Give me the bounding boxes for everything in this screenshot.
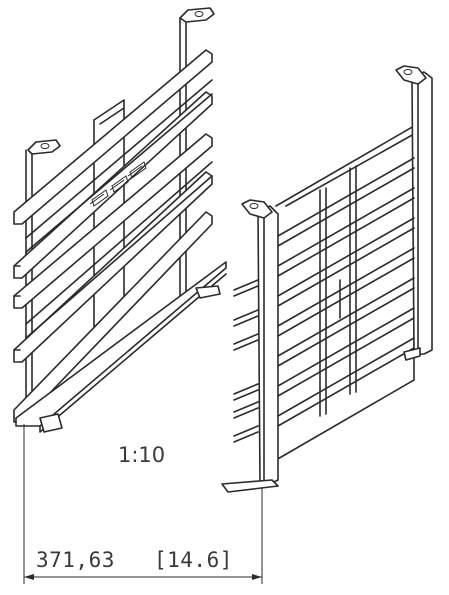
dimension-arrow-left — [24, 574, 34, 580]
left-rack — [13, 7, 227, 433]
scale-label: 1:10 — [118, 443, 165, 467]
dimension-value-mm: 371,63 — [36, 548, 115, 572]
dimension-line-group: 371,63 [14.6] — [23, 424, 263, 584]
right-rack — [221, 65, 433, 493]
dimension-arrow-right — [252, 574, 262, 580]
dimension-value-in: [14.6] — [154, 548, 233, 572]
